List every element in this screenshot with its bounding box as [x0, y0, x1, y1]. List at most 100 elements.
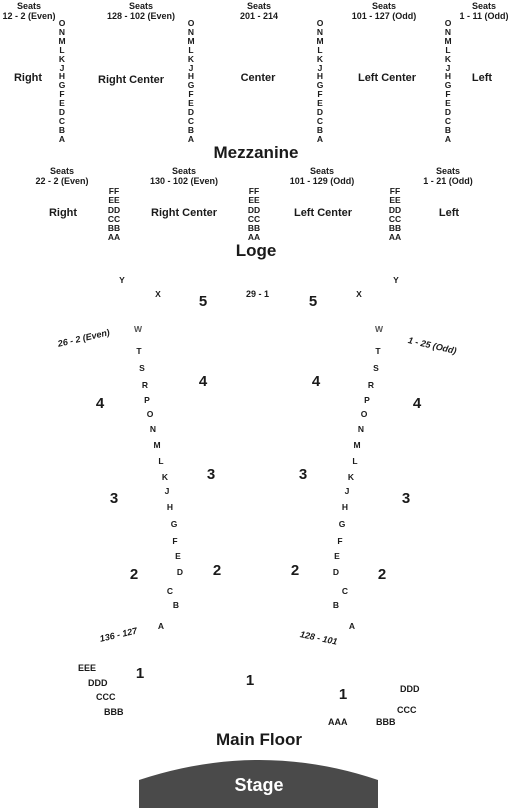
mezz-row-letter: A — [187, 133, 195, 144]
loge-row-letter: EE — [389, 195, 401, 206]
mezz-row-letter: O — [187, 18, 195, 28]
main-floor-row-letter-right: W — [374, 324, 384, 334]
mezz-row-letter: B — [316, 124, 324, 135]
mezz-row-letter: G — [444, 80, 452, 91]
mezz-row-letter: G — [187, 80, 195, 91]
mezz-row-letter: O — [316, 18, 324, 28]
mezz-row-letter: J — [445, 62, 451, 73]
main-floor-row-letter-right: C — [341, 586, 349, 596]
main-floor-row-letter-right: Y — [393, 275, 399, 285]
mezz-section-right: Right — [13, 72, 43, 84]
center-seat-range: 29 - 1 — [246, 289, 270, 299]
main-floor-row-letter-left: N — [149, 424, 157, 434]
main-floor-row-letter-right: H — [341, 502, 349, 512]
front-row: DDD — [400, 684, 420, 694]
front-row: BBB — [376, 717, 396, 727]
mezz-row-letter: G — [316, 80, 324, 91]
mezz-row-letter: A — [316, 133, 324, 144]
main-floor-row-letter-left: T — [136, 346, 142, 356]
main-floor-row-letter-left: X — [155, 289, 161, 299]
loge-row-letter: FF — [248, 186, 260, 196]
zone-number: 1 — [245, 672, 255, 689]
mezz-row-letter: F — [59, 89, 65, 100]
mezz-row-letter: D — [187, 107, 195, 118]
mezz-row-letter: H — [316, 71, 324, 82]
front-row: CCC — [397, 705, 417, 715]
main-floor-row-letter-left: F — [172, 536, 178, 546]
mezz-row-letter: H — [444, 71, 452, 82]
zone-number: 2 — [377, 566, 387, 583]
front-row: BBB — [104, 707, 124, 717]
mezz-row-letter: L — [317, 44, 323, 55]
loge-row-letter: BB — [388, 223, 402, 234]
mezz-row-letter: F — [317, 89, 323, 100]
main-floor-row-letter-right: P — [364, 395, 370, 405]
loge-row-letter: CC — [388, 213, 402, 224]
main-floor-row-letter-left: O — [146, 409, 154, 419]
mezzanine-title: Mezzanine — [213, 143, 299, 162]
main-floor-row-letter-right: L — [352, 456, 358, 466]
mezz-row-letter: M — [58, 35, 66, 46]
mezz-section-left: Left — [471, 72, 493, 84]
zone-number: 3 — [298, 466, 308, 483]
main-floor-row-letter-right: J — [344, 486, 350, 496]
mezz-row-letter: D — [58, 107, 66, 118]
loge-row-letter: AA — [247, 232, 261, 243]
zone-number: 1 — [135, 665, 145, 682]
mezz-row-letter: N — [444, 26, 452, 37]
stage-area — [139, 760, 378, 808]
main-floor-row-letter-left: A — [157, 621, 165, 631]
zone-number: 4 — [95, 395, 105, 412]
mezz-row-letter: M — [316, 35, 324, 46]
zone-number: 3 — [401, 490, 411, 507]
main-floor-row-letter-left: L — [158, 456, 164, 466]
zone-number: 4 — [198, 373, 208, 390]
main-floor-row-letter-right: G — [338, 519, 346, 529]
mezz-row-letter: K — [187, 53, 195, 64]
mezz-row-letter: B — [187, 124, 195, 135]
loge-row-letter: AA — [388, 232, 402, 243]
loge-row-letter: EE — [108, 195, 120, 206]
mezz-row-letter: N — [58, 26, 66, 37]
main-floor-row-letter-left: H — [166, 502, 174, 512]
mezz-row-letter: J — [317, 62, 323, 73]
mezz-row-letter: O — [58, 18, 66, 28]
loge-section-right-center: Right Center — [151, 207, 217, 219]
main-floor-row-letter-right: N — [357, 424, 365, 434]
mezz-row-letter: N — [187, 26, 195, 37]
mezz-row-letter: K — [58, 53, 66, 64]
loge-row-letter: EE — [248, 195, 260, 206]
mezz-section-right-center: Right Center — [98, 74, 164, 86]
main-floor-row-letter-right: F — [337, 536, 343, 546]
front-row: CCC — [96, 692, 116, 702]
front-row: AAA — [328, 717, 348, 727]
main-floor-row-letter-right: M — [353, 440, 361, 450]
main-floor-row-letter-right: S — [373, 363, 379, 373]
main-floor-row-letter-left: D — [176, 567, 184, 577]
main-floor-row-letter-left: R — [141, 380, 149, 390]
mezz-row-letter: K — [316, 53, 324, 64]
loge-row-letter: FF — [389, 186, 401, 196]
main-floor-row-letter-right: O — [360, 409, 368, 419]
mezz-row-letter: M — [187, 35, 195, 46]
zone-number: 4 — [311, 373, 321, 390]
mezz-row-letter: C — [444, 115, 452, 126]
mezz-row-letter: H — [187, 71, 195, 82]
mezz-row-letter: D — [444, 107, 452, 118]
loge-row-letter: AA — [107, 232, 121, 243]
main-floor-row-letter-left: M — [153, 440, 161, 450]
mezz-row-letter: H — [58, 71, 66, 82]
mezz-row-letter: J — [188, 62, 194, 73]
main-floor-row-letter-right: R — [367, 380, 375, 390]
